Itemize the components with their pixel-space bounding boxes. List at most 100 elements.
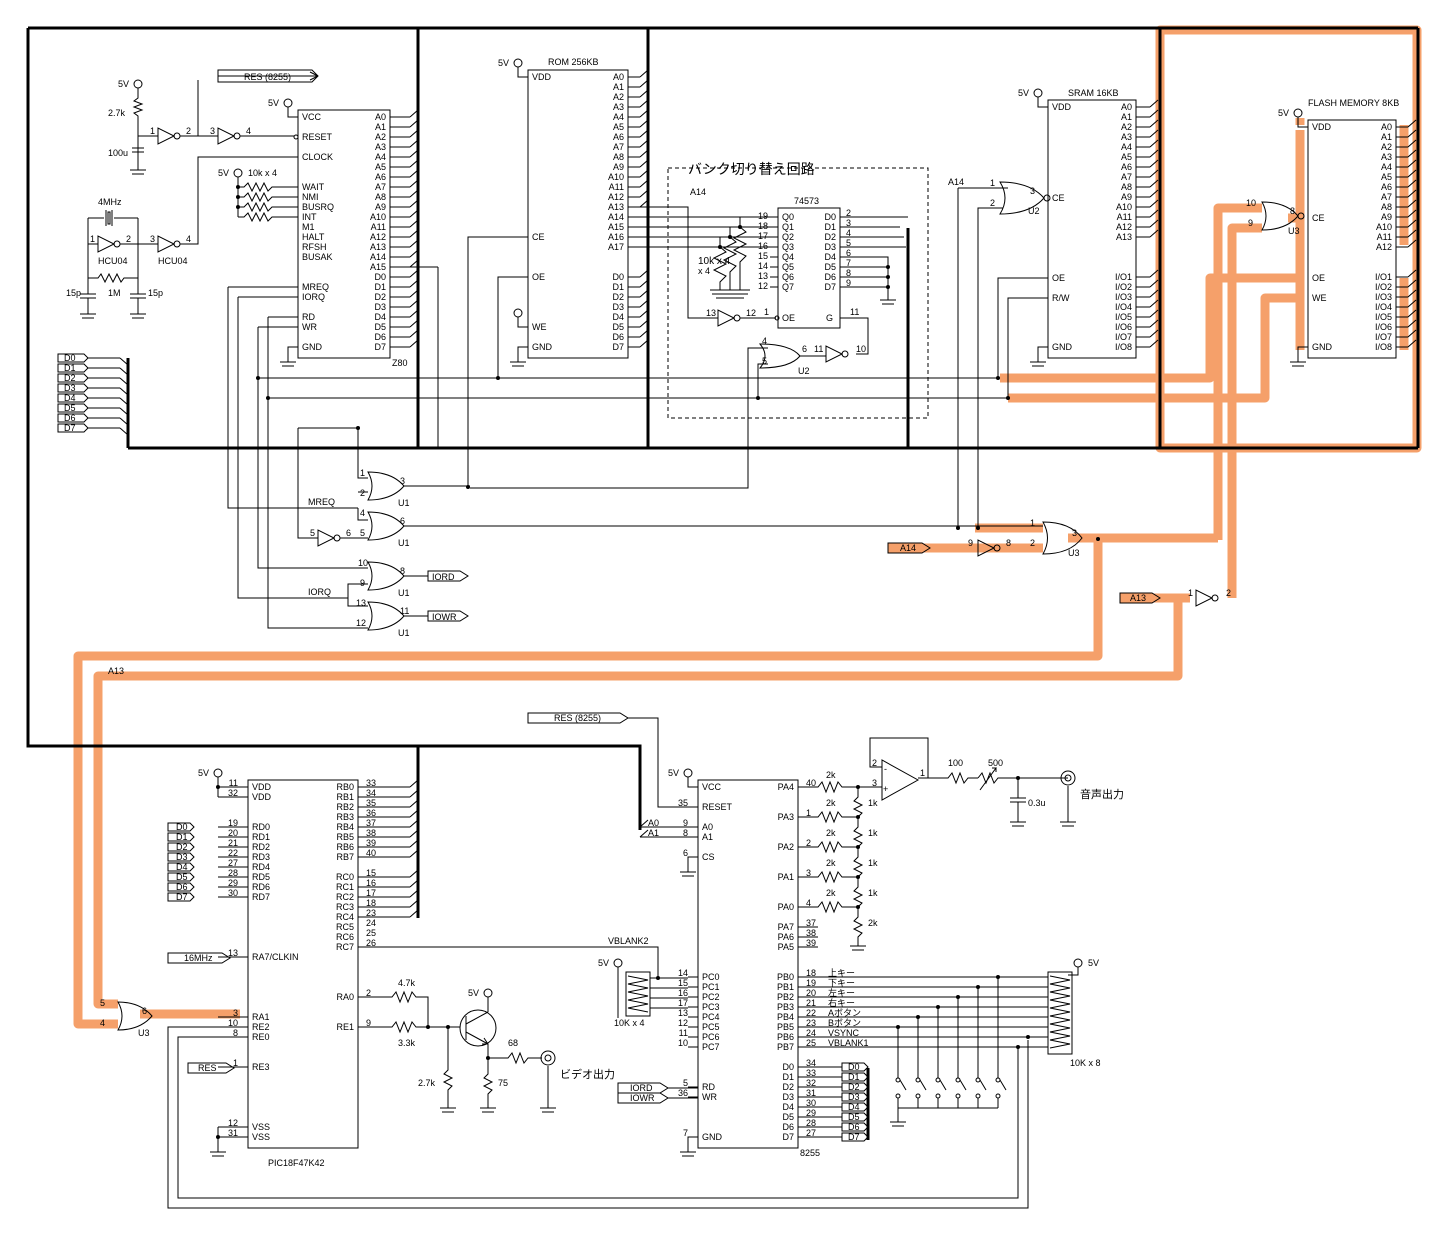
pullup-5v-label: 5V (218, 168, 229, 178)
latch-dn-6: 8 (846, 268, 851, 278)
sram-data-pin-2: I/O3 (1115, 292, 1132, 302)
ppi-left-num-4: 6 (683, 848, 688, 858)
latch-dn-5: 7 (846, 258, 851, 268)
ppi-right-2: PA2 (778, 842, 794, 852)
ppi-right-num-12: 22 (806, 1008, 816, 1018)
sram-data-pin-6: I/O7 (1115, 332, 1132, 342)
flash-addr-pin-5: A5 (1381, 172, 1392, 182)
ppi-right-num-10: 20 (806, 988, 816, 998)
latch-qn-4: 15 (758, 251, 768, 261)
dbus-label-2: D2 (64, 373, 76, 383)
pic-left-num-6: 27 (228, 858, 238, 868)
pic-left-15: VSS (252, 1122, 270, 1132)
ppi-right-num-15: 25 (806, 1038, 816, 1048)
r2k-d: 2k (826, 858, 836, 868)
svg-text:4: 4 (246, 126, 251, 136)
sram-a14-label: A14 (948, 177, 964, 187)
iowr-flag-label: IOWR (432, 612, 457, 622)
latch-d-1: D1 (824, 222, 836, 232)
ppi-dbus-flag-3 (841, 1092, 869, 1102)
ppi-left-13: RD (702, 1082, 715, 1092)
ppi-dbus-flag-1 (841, 1072, 869, 1082)
dbus-flag-1 (57, 363, 89, 373)
latch-qn-6: 13 (758, 271, 768, 281)
dbus-flag-5 (57, 403, 89, 413)
flash-label: FLASH MEMORY 8KB (1308, 98, 1399, 108)
ppi-dbus-label-7: D7 (848, 1132, 860, 1142)
latch-oe-label: OE (782, 313, 795, 323)
flash-addr-pin-7: A7 (1381, 192, 1392, 202)
rom-chip (527, 69, 629, 359)
dbus-flag-4 (57, 393, 89, 403)
pic-5v-label: 5V (198, 768, 209, 778)
ppi-left-num-6: 15 (678, 978, 688, 988)
flash-addr-pin-8: A8 (1381, 202, 1392, 212)
reset-5v-label: 5V (118, 79, 129, 89)
rom-addr-pin-11: A11 (609, 182, 624, 192)
z80-data-pin-5: D5 (374, 322, 386, 332)
rom-addr-pin-5: A5 (613, 122, 624, 132)
ppi-right-3: PA1 (778, 872, 794, 882)
hcu04-b-label: HCU04 (158, 256, 188, 266)
latch-dn-1: 3 (846, 218, 851, 228)
pic-left-num-7: 28 (228, 868, 238, 878)
pic-right-0: RB0 (336, 782, 354, 792)
pic-left-5: RD3 (252, 852, 270, 862)
a14-flag-label: A14 (900, 543, 916, 553)
ppi-left-0: VCC (702, 782, 722, 792)
pic-left-num-13: 8 (233, 1028, 238, 1038)
sram-addr-pin-2: A2 (1121, 122, 1132, 132)
sram-addr-pin-6: A6 (1121, 162, 1132, 172)
c03u-label: 0.3u (1028, 798, 1046, 808)
pic-right-7: RB7 (336, 852, 354, 862)
pic-left-7: RD5 (252, 872, 270, 882)
pic-right-4: RB4 (336, 822, 354, 832)
latch-d-0: D0 (824, 212, 836, 222)
z80-left-pin-1: RESET (302, 132, 333, 142)
z80-addr-pin-0: A0 (375, 112, 386, 122)
sram-data-pin-7: I/O8 (1115, 342, 1132, 352)
z80-addr-pin-10: A10 (370, 212, 386, 222)
iord-flag-label: IORD (432, 572, 455, 582)
ppi-dbus-label-6: D6 (848, 1122, 860, 1132)
ppi-chip (697, 779, 799, 1149)
reset-r27k-label: 2.7k (108, 108, 126, 118)
sram-addr-pin-3: A3 (1121, 132, 1132, 142)
pic-left-num-5: 22 (228, 848, 238, 858)
res8255-bottom-flag (527, 712, 629, 724)
flash-addr-pin-3: A3 (1381, 152, 1392, 162)
ppi-dbus-label-3: D3 (848, 1092, 860, 1102)
pic-dbus-flag-2 (167, 842, 195, 852)
u3-main-label: U3 (1068, 548, 1080, 558)
sram-data-pin-4: I/O5 (1115, 312, 1132, 322)
ppi-left-15: GND (702, 1132, 723, 1142)
a13-flag-label: A13 (1130, 593, 1146, 603)
z80-data-pin-7: D7 (374, 342, 386, 352)
ppi-left-6: PC1 (702, 982, 720, 992)
pic-dbus-flag-1 (167, 832, 195, 842)
ppi-left-12: PC7 (702, 1042, 720, 1052)
ppi-dbus-flag-2 (841, 1082, 869, 1092)
reset-c100u-label: 100u (108, 148, 128, 158)
z80-addr-pin-8: A8 (375, 192, 386, 202)
z80-addr-pin-7: A7 (375, 182, 386, 192)
pb-key-label-0: 上キー (828, 968, 855, 978)
pb-key-label-3: 右キー (828, 997, 855, 1008)
dbus-label-1: D1 (64, 363, 76, 373)
ppi-left-num-9: 13 (678, 1008, 688, 1018)
flash-data-pin-1: I/O2 (1375, 282, 1392, 292)
ppi-right-9: PB1 (777, 982, 794, 992)
ppi-right-num-23: 27 (806, 1128, 816, 1138)
flash-left-pin-3: WE (1312, 293, 1327, 303)
ppi-left-num-10: 12 (678, 1018, 688, 1028)
r1k-a: 1k (868, 798, 878, 808)
ppi-left-num-11: 11 (679, 1028, 688, 1038)
ppi-dbus-flag-0 (841, 1062, 869, 1072)
sram-addr-pin-7: A7 (1121, 172, 1132, 182)
ppi-right-num-20: 30 (806, 1098, 816, 1108)
pic-right-num-10: 17 (366, 888, 376, 898)
z80-left-pin-6: INT (302, 212, 317, 222)
iord-in-flag (617, 1082, 669, 1094)
